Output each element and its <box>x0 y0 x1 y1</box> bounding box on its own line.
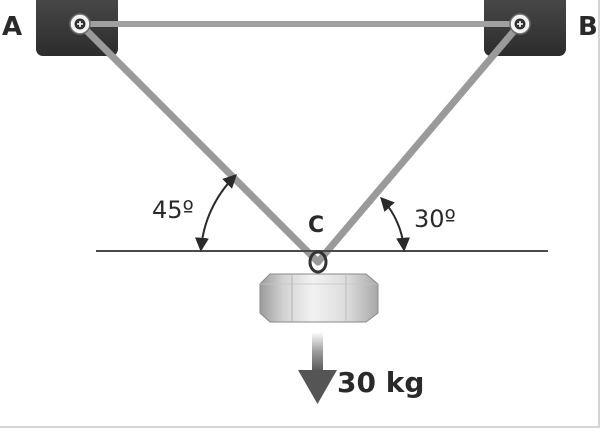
angle-arc-45 <box>194 174 237 252</box>
weight-block <box>259 273 379 323</box>
rod-bc <box>314 20 524 266</box>
angle-arc-30 <box>380 196 411 252</box>
label-b: B <box>578 12 598 42</box>
rod-ac <box>76 20 322 266</box>
pin-joint-b <box>509 13 531 35</box>
hook-ring <box>308 250 328 274</box>
angle-label-30: 30º <box>414 205 456 233</box>
diagram-frame <box>0 0 600 428</box>
pin-joint-a <box>69 13 91 35</box>
angle-label-45: 45º <box>152 196 194 224</box>
label-a: A <box>2 12 22 42</box>
weight-force-arrow <box>298 332 337 404</box>
label-c: C <box>308 213 324 238</box>
weight-label: 30 kg <box>337 366 424 399</box>
